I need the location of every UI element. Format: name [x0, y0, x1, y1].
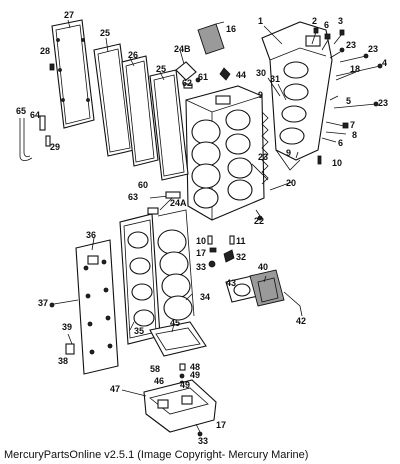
callout: 64 [30, 110, 40, 120]
callout: 8 [352, 130, 357, 140]
head-cover-plate [75, 239, 119, 375]
manifold-bolts [295, 27, 383, 165]
cylinder-head [119, 209, 195, 345]
callout: 58 [150, 364, 160, 374]
screw-28 [49, 63, 55, 71]
callout: 62 [182, 78, 192, 88]
callout: 25 [100, 28, 110, 38]
callout: 34 [200, 292, 210, 302]
callout: 38 [58, 356, 68, 366]
callout: 43 [226, 278, 236, 288]
callout: 23 [258, 152, 268, 162]
callout: 29 [50, 142, 60, 152]
callout: 27 [64, 10, 74, 20]
callout: 48 [190, 362, 200, 372]
callout: 49 [180, 380, 190, 390]
callout: 47 [110, 384, 120, 394]
callout: 46 [154, 376, 164, 386]
callout: 35 [134, 326, 144, 336]
leader-lines [67, 19, 287, 333]
lower-housing [121, 321, 217, 437]
cover-plates [51, 19, 189, 181]
callout: 3 [338, 16, 343, 26]
callout: 16 [226, 24, 236, 34]
callout-labels: 1 2 6 3 23 23 4 18 23 5 7 8 6 9 10 30 31… [16, 10, 388, 444]
callout: 33 [198, 436, 208, 444]
callout: 42 [296, 316, 306, 326]
callout: 32 [236, 252, 246, 262]
small-fittings [207, 235, 235, 268]
callout: 44 [236, 70, 246, 80]
part-60 [149, 195, 169, 199]
cylinder-block [185, 85, 265, 221]
callout: 25 [156, 64, 166, 74]
callout: 49 [190, 370, 200, 380]
callout: 5 [346, 96, 351, 106]
callout: 63 [128, 192, 138, 202]
gasket-strip [261, 111, 269, 185]
top-parts [175, 21, 231, 89]
valve-housing [225, 269, 303, 317]
callout: 31 [270, 74, 280, 84]
callout: 6 [324, 20, 329, 30]
callout: 60 [138, 180, 148, 190]
callout: 10 [332, 158, 342, 168]
callout: 23 [368, 44, 378, 54]
callout: 11 [236, 236, 246, 246]
callout: 30 [256, 68, 266, 78]
callout: 45 [170, 318, 180, 328]
hose-65 [19, 118, 33, 161]
callout: 23 [378, 98, 388, 108]
callout: 20 [286, 178, 296, 188]
callout: 37 [38, 298, 48, 308]
callout: 17 [216, 420, 226, 430]
callout: 24B [174, 44, 191, 54]
callout: 7 [350, 120, 355, 130]
callout: 28 [40, 46, 50, 56]
callout: 9 [286, 148, 291, 158]
callout: 65 [16, 106, 26, 116]
callout: 26 [128, 50, 138, 60]
callout: 4 [382, 58, 387, 68]
callout: 24A [170, 198, 187, 208]
callout: 40 [258, 262, 268, 272]
callout: 9 [258, 90, 263, 100]
callout: 61 [198, 72, 208, 82]
callout: 18 [350, 64, 360, 74]
part-64 [39, 115, 46, 131]
callout: 6 [338, 138, 343, 148]
copyright-footer: MercuryPartsOnline v2.5.1 (Image Copyrig… [4, 449, 309, 461]
callout: 17 [196, 248, 206, 258]
exhaust-manifold [261, 21, 333, 171]
callout: 1 [258, 16, 263, 26]
callout: 2 [312, 16, 317, 26]
callout: 39 [62, 322, 72, 332]
callout: 23 [346, 40, 356, 50]
callout: 36 [86, 230, 96, 240]
callout: 33 [196, 262, 206, 272]
callout: 10 [196, 236, 206, 246]
callout: 22 [254, 216, 264, 226]
exploded-parts-diagram: 1 2 6 3 23 23 4 18 23 5 7 8 6 9 10 30 31… [16, 10, 388, 444]
